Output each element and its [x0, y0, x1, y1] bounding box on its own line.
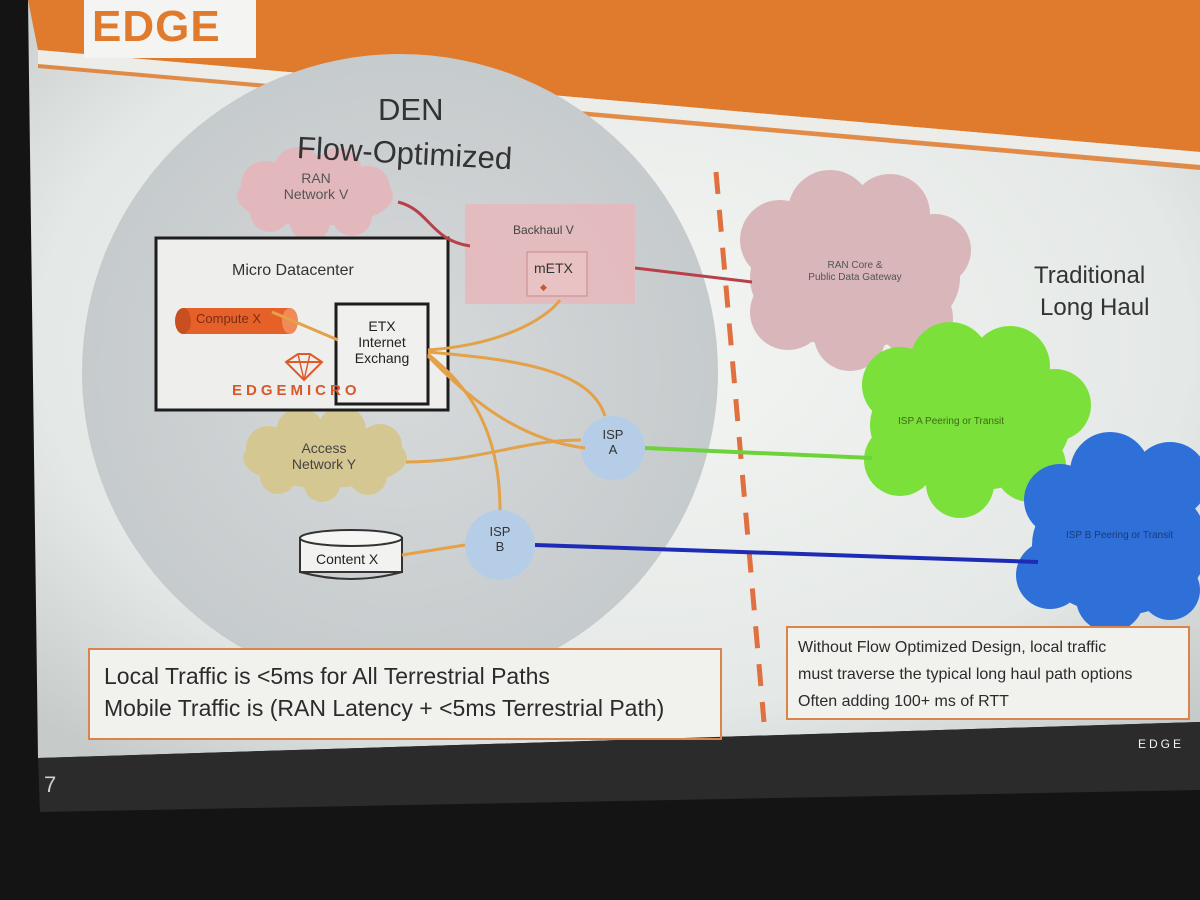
access-network-label: Access Network Y: [276, 440, 372, 472]
etx-label: ETX Internet Exchang: [336, 318, 428, 366]
content-cylinder: [299, 529, 403, 580]
isp-b-line1: ISP: [489, 524, 511, 539]
etx-ispa-link-2: [426, 354, 586, 450]
ran-core-line1: RAN Core &: [827, 260, 883, 271]
isp-a-node: [581, 416, 645, 480]
metx-inner-box: [526, 251, 588, 297]
etx-metx-link: [427, 299, 562, 352]
ran-core-label: RAN Core & Public Data Gateway: [780, 260, 930, 283]
isp-a-label: ISP A: [593, 427, 633, 458]
ran-network-cloud: [237, 147, 393, 242]
slide-number: 7: [44, 772, 57, 797]
etx-line2: Internet: [358, 334, 406, 351]
header-band: [28, 0, 1200, 152]
isp-b-peering-cloud: [1016, 432, 1200, 632]
backhaul-label: Backhaul V: [513, 223, 574, 237]
footer-brand: EDGE: [1138, 737, 1185, 751]
metx-label: mETX: [534, 260, 573, 276]
compute-label: Compute X: [196, 311, 262, 326]
ran-network-line1: RAN: [301, 170, 331, 186]
isp-a-peering-cloud: [862, 322, 1091, 518]
access-network-cloud: [243, 406, 407, 502]
etx-ispa-link: [427, 350, 607, 417]
ispb-peering-link: [534, 543, 1039, 564]
den-divider: [713, 171, 767, 723]
right-title-line1: Traditional: [1034, 262, 1146, 289]
access-ispa-link: [405, 438, 582, 464]
traditional-line2: must traverse the typical long haul path…: [798, 666, 1133, 683]
ran-core-line2: Public Data Gateway: [808, 271, 902, 283]
edgemicro-gem-icon: [284, 353, 324, 382]
local-traffic-line1: Local Traffic is <5ms for All Terrestria…: [104, 663, 550, 689]
access-network-line1: Access: [301, 440, 347, 456]
etx-ispb-link: [427, 352, 502, 511]
metx-logo-mark: ◆: [540, 282, 548, 292]
ran-network-line2: Network V: [283, 186, 349, 203]
backhaul-rancore-link: [634, 266, 753, 284]
traditional-line1: Without Flow Optimized Design, local tra…: [798, 639, 1107, 656]
edgemicro-logo-text: EDGEMICRO: [232, 382, 361, 399]
local-traffic-note: Local Traffic is <5ms for All Terrestria…: [88, 648, 722, 740]
content-label: Content X: [316, 551, 379, 567]
header-title: EDGE: [92, 2, 221, 51]
isp-b-peering-label: ISP B Peering or Transit: [1066, 530, 1174, 541]
isp-a-line1: ISP: [602, 427, 624, 442]
isp-a-line2: A: [608, 441, 618, 457]
etx-box: [334, 302, 430, 406]
ispa-peering-link: [644, 446, 873, 460]
isp-b-line2: B: [495, 538, 505, 554]
slide-footer-strip: [38, 722, 1200, 812]
isp-b-node: [465, 510, 535, 580]
etx-line1: ETX: [368, 318, 396, 334]
isp-b-label: ISP B: [480, 524, 520, 555]
ran-network-label: RAN Network V: [272, 170, 360, 202]
isp-a-peering-label: ISP A Peering or Transit: [898, 416, 1004, 427]
den-title-line1: DEN: [378, 92, 444, 127]
traditional-note: Without Flow Optimized Design, local tra…: [786, 626, 1190, 720]
compute-etx-link: [271, 310, 339, 342]
micro-datacenter-label: Micro Datacenter: [232, 262, 354, 279]
traditional-note-bg: [786, 626, 1190, 720]
local-traffic-line2: Mobile Traffic is (RAN Latency + <5ms Te…: [104, 695, 665, 721]
local-traffic-note-bg: [88, 648, 722, 740]
ran-backhaul-link: [397, 200, 471, 248]
etx-line3: Exchang: [354, 350, 410, 367]
access-network-line2: Network Y: [291, 456, 357, 473]
content-ispb-link: [401, 543, 466, 557]
traditional-line3: Often adding 100+ ms of RTT: [798, 693, 1009, 710]
title-backing: [84, 0, 256, 58]
right-title-line2: Long Haul: [1040, 294, 1150, 321]
